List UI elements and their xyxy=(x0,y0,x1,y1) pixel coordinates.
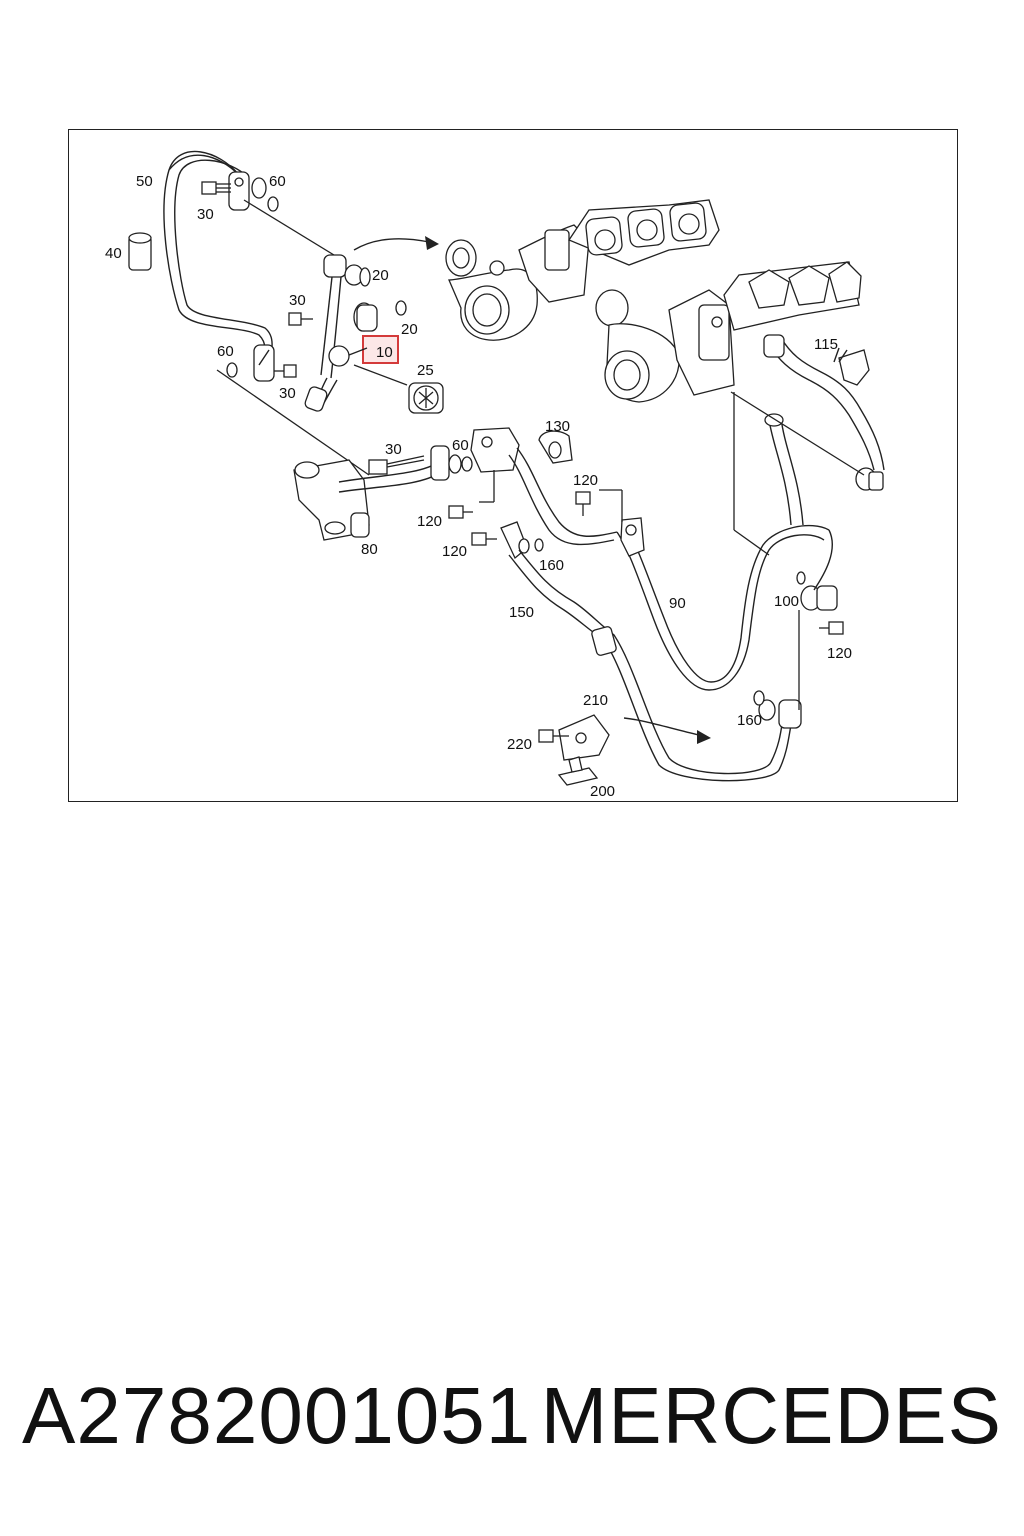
connector-20-top xyxy=(320,254,371,379)
callout-20-mid: 20 xyxy=(401,321,418,338)
brand-name: MERCEDES xyxy=(540,1371,1002,1460)
callout-25: 25 xyxy=(417,362,434,379)
callout-220: 220 xyxy=(507,736,532,753)
highlight-box-10 xyxy=(362,335,399,364)
housing-80 xyxy=(293,459,370,541)
hose-right xyxy=(764,413,804,526)
callout-120-mid: 120 xyxy=(442,543,467,560)
callout-120-top: 120 xyxy=(573,472,598,489)
bolt-30-mid xyxy=(288,312,313,326)
bushing-40 xyxy=(128,232,152,271)
callout-150: 150 xyxy=(509,604,534,621)
callout-labels: 50 60 30 40 20 30 20 10 60 30 25 30 60 1… xyxy=(105,173,852,800)
callout-120-left: 120 xyxy=(417,513,442,530)
callout-100: 100 xyxy=(774,593,799,610)
callout-40: 40 xyxy=(105,245,122,262)
exhaust-manifold-left xyxy=(568,199,720,266)
turbocharger-right xyxy=(595,289,735,403)
callout-60-top: 60 xyxy=(269,173,286,190)
pipe-50 xyxy=(163,150,273,366)
bolt-30-top xyxy=(201,181,231,195)
bolt-120-left xyxy=(448,505,473,519)
connector-100 xyxy=(796,529,838,611)
bolt-120-right xyxy=(819,621,844,635)
callout-10-highlighted: 10 xyxy=(376,344,393,361)
bolt-120-top xyxy=(575,491,591,516)
callout-210: 210 xyxy=(583,692,608,709)
bolt-220 xyxy=(538,729,569,743)
bracket-210 xyxy=(558,714,610,761)
callout-30-top: 30 xyxy=(197,206,214,223)
callout-30-mid: 30 xyxy=(289,292,306,309)
callout-130: 130 xyxy=(545,418,570,435)
bolt-120-mid xyxy=(471,532,497,546)
pipe-30-60 xyxy=(338,445,473,493)
parts-diagram-frame: 50 60 30 40 20 30 20 10 60 30 25 30 60 1… xyxy=(68,129,958,802)
clip-200 xyxy=(557,756,599,786)
callout-20-top: 20 xyxy=(372,267,389,284)
part-25 xyxy=(408,382,444,414)
turbocharger-left xyxy=(445,224,590,341)
pipe-115 xyxy=(763,334,885,491)
pipe-90 xyxy=(470,427,830,691)
callout-200: 200 xyxy=(590,783,615,800)
callout-90: 90 xyxy=(669,595,686,612)
clip-130 xyxy=(538,430,573,464)
callout-60-pipe: 60 xyxy=(452,437,469,454)
callout-120-right: 120 xyxy=(827,645,852,662)
washer-60-left xyxy=(226,344,275,382)
exhaust-manifold-right xyxy=(723,261,862,331)
footer: A2782001051 MERCEDES xyxy=(0,1370,1024,1480)
parts-diagram: 50 60 30 40 20 30 20 10 60 30 25 30 60 1… xyxy=(105,150,885,800)
callout-80: 80 xyxy=(361,541,378,558)
callout-50: 50 xyxy=(136,173,153,190)
part-number: A2782001051 xyxy=(22,1371,532,1460)
bolt-30-low xyxy=(273,364,297,378)
pipe-10 xyxy=(304,300,407,412)
callout-30-low: 30 xyxy=(279,385,296,402)
callout-30-pipe: 30 xyxy=(385,441,402,458)
callout-115: 115 xyxy=(814,336,838,353)
callout-60-left: 60 xyxy=(217,343,234,360)
pipe-150 xyxy=(500,521,802,782)
callout-160-left: 160 xyxy=(539,557,564,574)
callout-160-right: 160 xyxy=(737,712,762,729)
